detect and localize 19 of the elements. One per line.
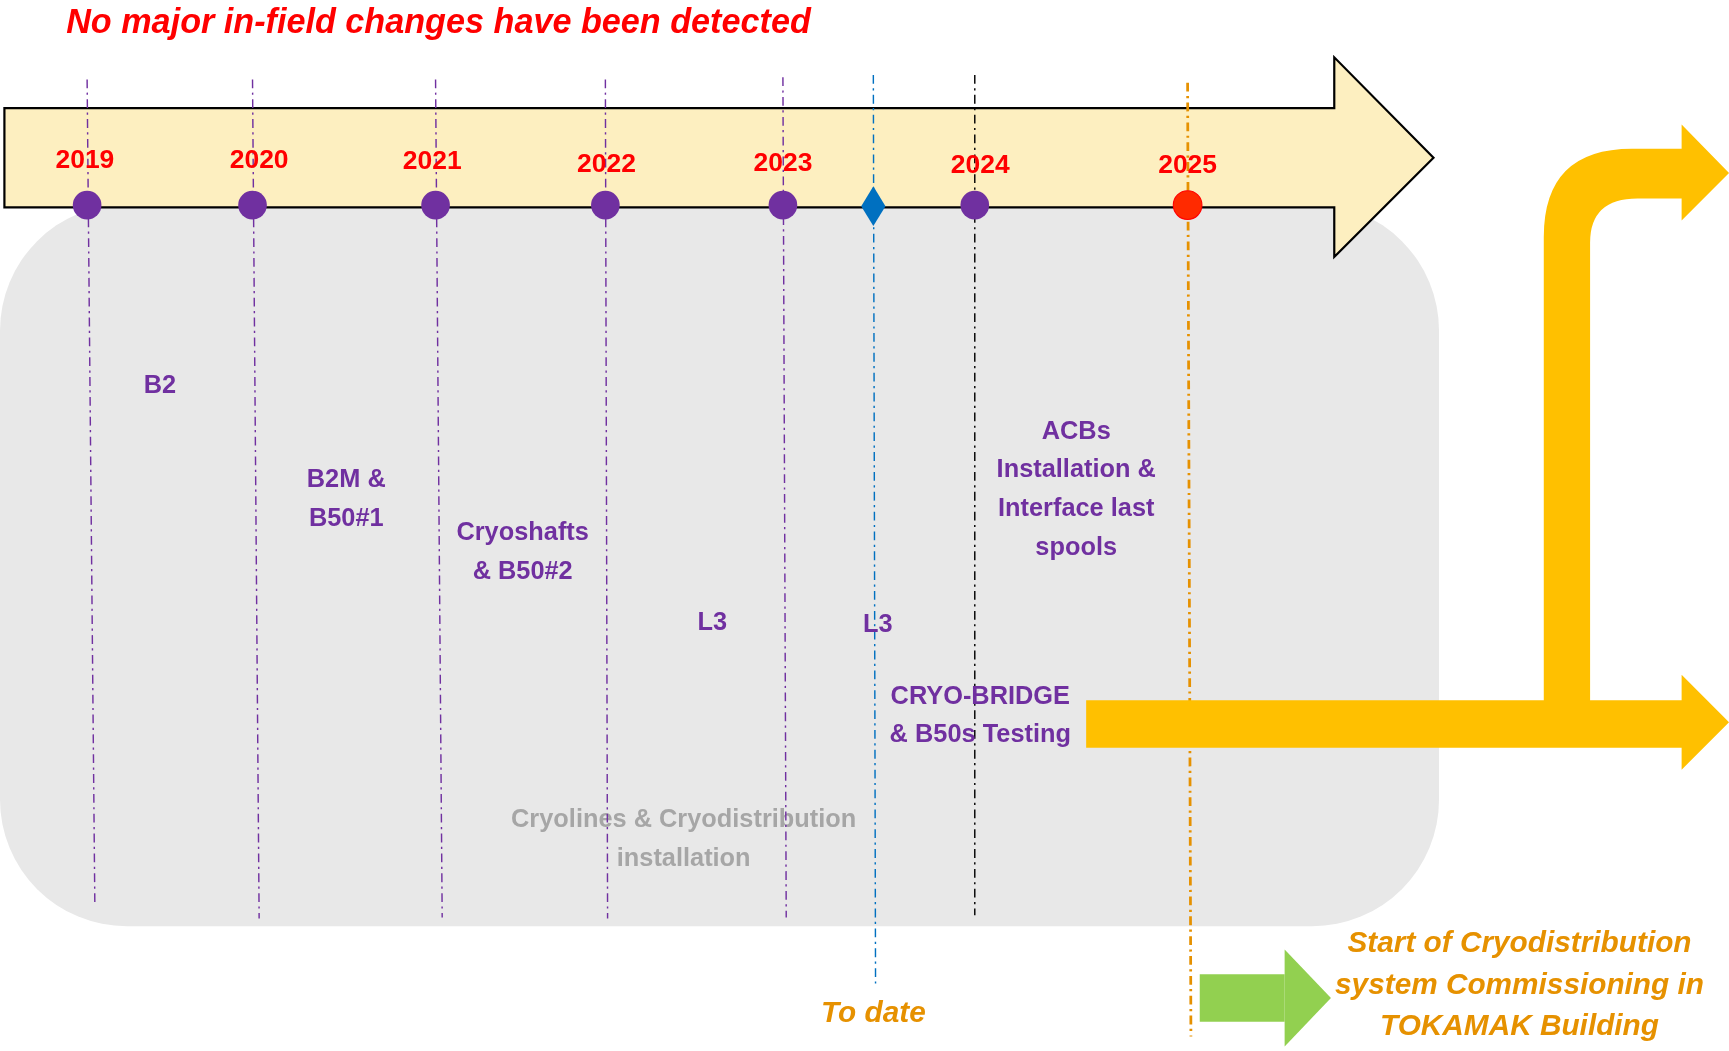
phase-label: L3 [696,605,729,638]
year-label: 2020 [228,143,290,175]
arrow [1199,949,1331,1047]
date-label: To date [819,995,927,1030]
phase-label: Cryoshafts & B50#2 [455,516,590,587]
year-label: 2019 [54,143,116,175]
year-label: 2024 [949,148,1011,180]
year-label: 2025 [1157,148,1219,180]
year-label: 2022 [576,147,637,179]
phase-label: ACBs Installation & Interface last spools [995,414,1157,563]
phase-label: L3 [861,607,894,640]
year-label: 2023 [752,146,814,178]
year-label: 2021 [401,144,463,176]
callout-text: Start of Cryodistribution system Commissioning in TOKAMAK Building [1321,920,1718,1047]
panel-text: Cryolines & Cryodistribution installation [510,802,858,874]
title-text: No major in-field changes have been detected [66,2,811,42]
phase-label: B2M & B50#1 [305,463,387,534]
phase-label: B2 [142,368,178,401]
phase-label: CRYO-BRIDGE & B50s Testing [888,679,1072,750]
